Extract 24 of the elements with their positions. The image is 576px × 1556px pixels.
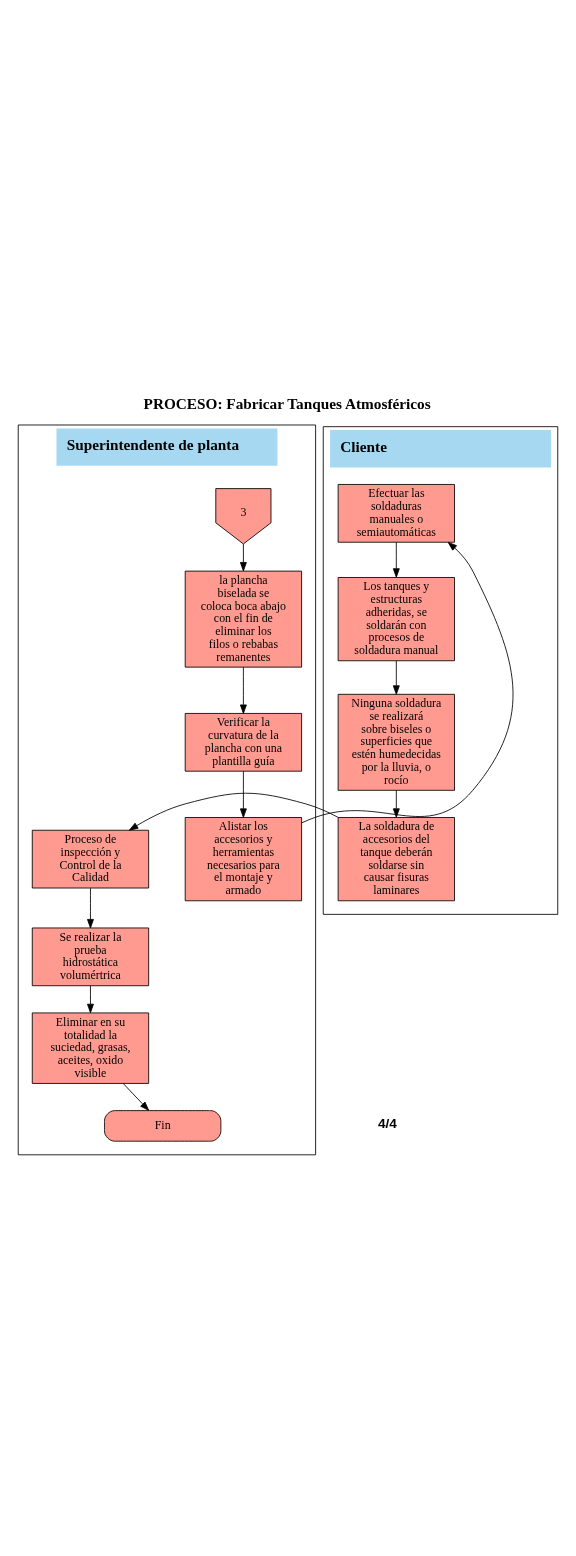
node-box: Proceso de inspección y Control de la Calidad — [31, 829, 150, 889]
arrow — [392, 541, 400, 578]
label: 4/4 — [378, 1116, 397, 1132]
node-box: Ninguna soldadura se realizará sobre biseles o superficies que estén humedecidas por la lluvia, o rocío — [337, 693, 455, 791]
node-box: Eliminar en su totalidad la suciedad, grasas, aceites, oxido visible — [31, 1012, 150, 1084]
node-box: Alistar los accesorios y herramientas necesarios para el montaje y armado — [184, 817, 302, 902]
arrow — [87, 985, 94, 1014]
node-box: La soldadura de accesorios del tanque deberán soldarse sin causar fisuras laminares — [337, 817, 455, 902]
arrow — [240, 770, 247, 818]
node-box: Fin — [104, 1110, 222, 1142]
arrow — [240, 666, 247, 714]
arrow — [122, 1083, 150, 1111]
node-box: Los tanques y estructuras adheridas, se soldarán con procesos de soldadura manual — [337, 577, 455, 662]
node-box: Verificar la curvatura de la plancha con una plantilla guía — [184, 713, 302, 772]
arrow — [128, 792, 339, 831]
node-box: la plancha biselada se coloca boca abajo con el fin de eliminar los filos o rebabas remanentes — [184, 570, 302, 668]
node-box: Se realizar la prueba hidrostática volumértrica — [31, 927, 150, 987]
arrow — [392, 789, 400, 818]
node-box: Efectuar las soldaduras manuales o semiautomáticas — [337, 484, 455, 543]
diagram-title: PROCESO: Fabricar Tanques Atmosféricos — [143, 395, 431, 413]
arrow — [240, 543, 247, 572]
arrow — [301, 541, 514, 824]
arrow — [392, 660, 400, 695]
arrow — [87, 887, 94, 929]
